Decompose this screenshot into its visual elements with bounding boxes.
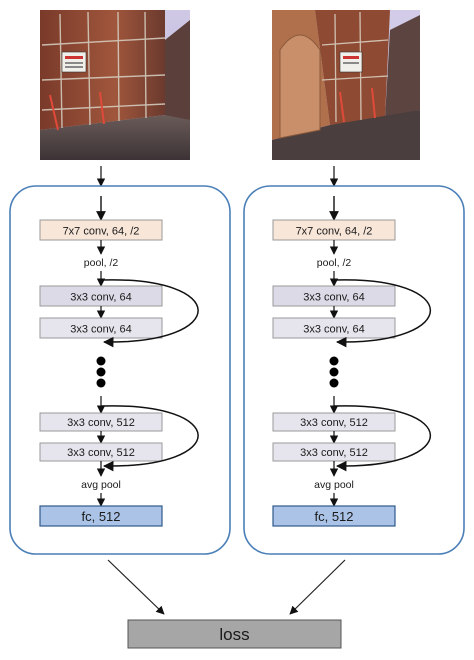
left-conv-b1-label: 3x3 conv, 512	[67, 417, 135, 429]
left-conv-a2-label: 3x3 conv, 64	[70, 324, 132, 336]
right-ellipsis-dot	[329, 356, 339, 366]
left-branch: 7x7 conv, 64, /2 pool, /2 3x3 conv, 64 3…	[9, 185, 231, 555]
left-skip-connection-1	[100, 279, 199, 348]
left-skip-connection-2	[100, 405, 199, 472]
loss-block	[127, 619, 342, 649]
left-conv-b2-label: 3x3 conv, 512	[67, 447, 135, 459]
right-fc-label: fc, 512	[314, 509, 353, 524]
right-conv-a2-label: 3x3 conv, 64	[303, 324, 365, 336]
right-conv-a2-block	[272, 317, 396, 339]
right-avg-pool-label: avg pool	[314, 479, 354, 491]
right-branch: 7x7 conv, 64, /2 pool, /2 3x3 conv, 64 3…	[243, 185, 465, 555]
left-ellipsis-dot	[96, 356, 106, 366]
left-ellipsis-dot	[96, 367, 106, 377]
left-avg-pool-label: avg pool	[81, 479, 121, 491]
right-fc-block	[272, 505, 396, 527]
right-conv-a1-label: 3x3 conv, 64	[303, 292, 365, 304]
left-fc-label: fc, 512	[81, 509, 120, 524]
right-pool-label: pool, /2	[317, 257, 352, 269]
left-pool-label: pool, /2	[84, 257, 119, 269]
right-street-photo	[272, 10, 420, 160]
right-ellipsis-dot	[329, 378, 339, 388]
left-conv-a1-label: 3x3 conv, 64	[70, 292, 132, 304]
right-skip-connection-1	[333, 279, 432, 348]
left-branch-panel	[9, 185, 231, 555]
left-ellipsis-dot	[96, 378, 106, 388]
right-conv-b1-label: 3x3 conv, 512	[300, 417, 368, 429]
right-ellipsis-dot	[329, 367, 339, 377]
right-conv1-label: 7x7 conv, 64, /2	[296, 226, 373, 238]
right-branch-panel	[243, 185, 465, 555]
left-fc-block	[39, 505, 163, 527]
loss-label: loss	[219, 625, 249, 644]
left-street-photo	[40, 10, 190, 160]
left-to-loss-arrow	[107, 559, 165, 615]
right-skip-connection-2	[333, 405, 432, 472]
left-conv-a2-block	[39, 317, 163, 339]
right-to-loss-arrow	[289, 559, 346, 615]
right-conv-b2-label: 3x3 conv, 512	[300, 447, 368, 459]
left-conv1-label: 7x7 conv, 64, /2	[63, 226, 140, 238]
